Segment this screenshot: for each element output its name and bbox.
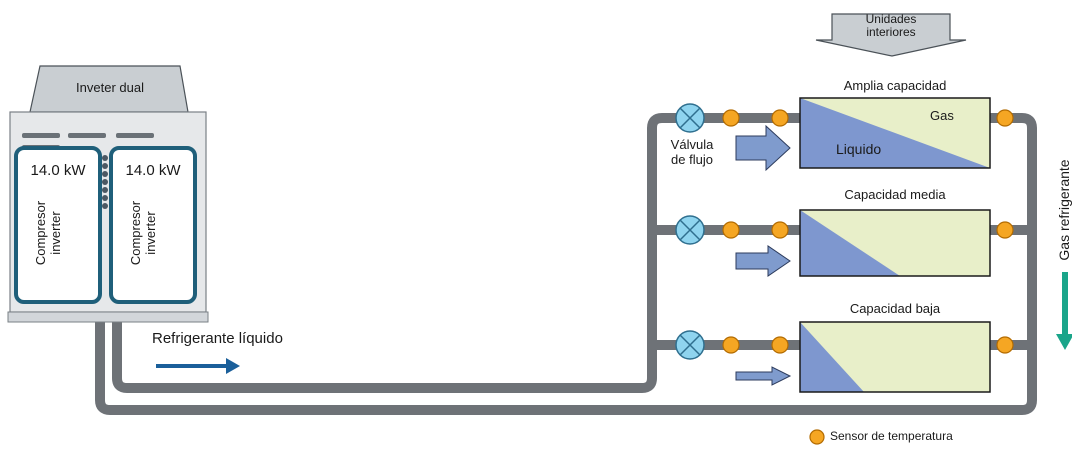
temperature-sensor-icon xyxy=(996,336,1014,354)
compressor-1-power: 14.0 kW xyxy=(30,162,86,179)
unit-base xyxy=(7,311,209,323)
temperature-sensor-icon xyxy=(996,109,1014,127)
hx-liquid-label: Liquido xyxy=(836,141,882,157)
outdoor-unit xyxy=(7,65,209,323)
valve-label: Válvula de flujo xyxy=(662,137,722,167)
liquid-flow-arrow xyxy=(156,358,240,374)
compressor-box-1 xyxy=(14,146,102,304)
flow-arrow-medium xyxy=(735,245,791,277)
hx-high xyxy=(799,97,991,169)
hx-gas-label: Gas xyxy=(930,108,954,123)
compressor-2-label-line2: inverter xyxy=(143,211,158,255)
coupling-chain xyxy=(102,155,108,209)
gas-pipe xyxy=(95,113,1037,415)
indoor-header-arrow xyxy=(815,13,967,57)
vent-slot xyxy=(22,133,60,138)
hx-low-title: Capacidad baja xyxy=(849,301,941,316)
legend-sensor-label: Sensor de temperatura xyxy=(830,429,953,443)
indoor-units-header-line2: interiores xyxy=(866,25,916,39)
valve-label-line2: de flujo xyxy=(671,152,713,167)
vent-slot xyxy=(68,133,106,138)
compressor-2-label-line1: Compresor xyxy=(128,200,143,266)
temperature-sensor-icon xyxy=(996,221,1014,239)
legend-sensor-icon xyxy=(809,429,825,445)
temperature-sensor-icon xyxy=(771,221,789,239)
valve-icon xyxy=(675,330,705,360)
valve-label-line1: Válvula xyxy=(670,137,714,152)
compressor-2-power: 14.0 kW xyxy=(125,162,181,179)
hx-low xyxy=(799,321,991,393)
outdoor-unit-title: Inveter dual xyxy=(76,80,144,95)
temperature-sensor-icon xyxy=(722,109,740,127)
vent-slot xyxy=(116,133,154,138)
gas-flow-arrow xyxy=(1056,272,1072,350)
compressor-2-label: Compresor inverter xyxy=(128,193,158,273)
indoor-units-header-line1: Unidades xyxy=(865,12,917,26)
compressor-box-2 xyxy=(109,146,197,304)
valve-icon xyxy=(675,215,705,245)
compressor-1-label: Compresor inverter xyxy=(33,193,63,273)
liquid-line-label: Refrigerante líquido xyxy=(152,330,283,347)
temperature-sensor-icon xyxy=(771,336,789,354)
temperature-sensor-icon xyxy=(722,221,740,239)
valve-icon xyxy=(675,103,705,133)
temperature-sensor-icon xyxy=(771,109,789,127)
flow-arrow-small xyxy=(735,366,792,386)
temperature-sensor-icon xyxy=(722,336,740,354)
compressor-1-label-line1: Compresor xyxy=(33,200,48,266)
hx-high-title: Amplia capacidad xyxy=(843,78,947,93)
indoor-units-header: Unidades interiores xyxy=(832,13,950,39)
liquid-pipe xyxy=(112,113,805,393)
hx-medium-title: Capacidad media xyxy=(844,187,946,202)
compressor-1-label-line2: inverter xyxy=(48,211,63,255)
flow-arrow-large xyxy=(735,124,791,172)
hx-medium xyxy=(799,209,991,277)
gas-line-label: Gas refrigerante xyxy=(1056,159,1072,261)
